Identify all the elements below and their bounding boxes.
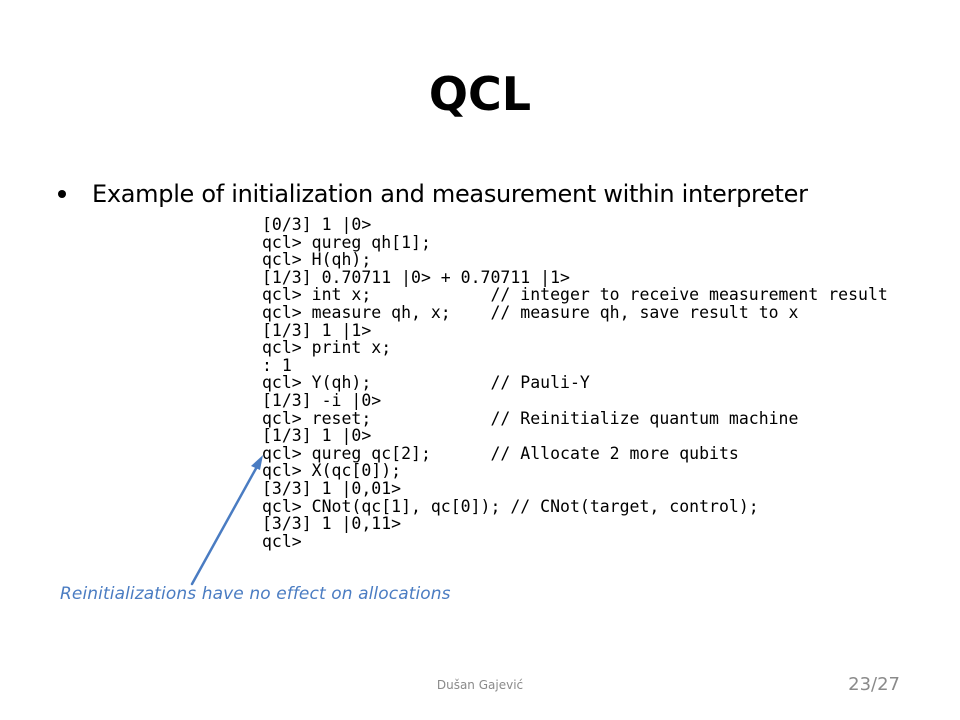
slide-title: QCL [428,67,532,121]
code-line: qcl> Y(qh); // Pauli-Y [262,373,590,393]
code-line: qcl> [262,531,302,551]
code-line: [1/3] -i |0> [262,390,382,410]
code-line: qcl> qureg qh[1]; [262,232,431,252]
code-line: [1/3] 0.70711 |0> + 0.70711 |1> [262,267,570,287]
page-number: 23/27 [848,674,900,695]
code-line: qcl> X(qc[0]); [262,461,402,481]
code-line: qcl> CNot(qc[1], qc[0]); // CNot(target,… [262,496,759,516]
code-line: [3/3] 1 |0,11> [262,514,402,534]
code-line: [1/3] 1 |1> [262,320,372,340]
code-line: qcl> qureg qc[2]; // Allocate 2 more qub… [262,443,739,463]
code-line: qcl> H(qh); [262,250,372,270]
code-line: [1/3] 1 |0> [262,426,372,446]
code-line: [3/3] 1 |0,01> [262,478,402,498]
code-line: : 1 [262,355,292,375]
code-line: [0/3] 1 |0> [262,215,372,234]
code-line: qcl> measure qh, x; // measure qh, save … [262,302,799,322]
annotation-text: Reinitializations have no effect on allo… [60,584,451,604]
code-line: qcl> int x; // integer to receive measur… [262,285,888,305]
code-listing: [0/3] 1 |0>qcl> qureg qh[1];qcl> H(qh);[… [262,216,922,550]
bullet-text: Example of initialization and measuremen… [92,180,808,208]
footer-author: Dušan Gajević [436,678,524,692]
code-line: qcl> print x; [262,338,392,358]
code-line: qcl> reset; // Reinitialize quantum mach… [262,408,799,428]
bullet-dot-icon [58,190,66,198]
bullet-item: Example of initialization and measuremen… [58,174,808,214]
